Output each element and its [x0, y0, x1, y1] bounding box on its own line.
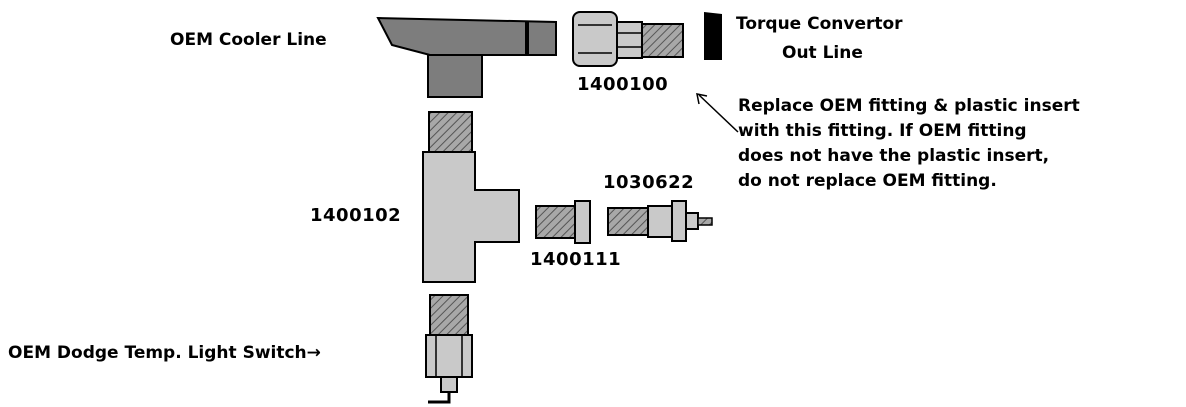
label-oem-cooler-line: OEM Cooler Line — [170, 30, 327, 50]
torque-convertor-out-line — [704, 12, 722, 60]
callout-arrow — [696, 93, 739, 133]
note-text: Replace OEM fitting & plastic insert wit… — [738, 94, 1080, 194]
oem-cooler-line — [376, 16, 557, 98]
note-line-1: Replace OEM fitting & plastic insert — [738, 96, 1080, 116]
tee-top-nipple — [428, 111, 473, 153]
label-part-1400102: 1400102 — [310, 205, 402, 226]
label-temp-light-switch: OEM Dodge Temp. Light Switch→ — [8, 343, 321, 363]
label-torque-convertor-out-line: Out Line — [782, 43, 863, 63]
note-line-3: does not have the plastic insert, — [738, 146, 1050, 166]
label-torque-convertor: Torque Convertor — [736, 14, 903, 34]
label-part-1030622: 1030622 — [603, 172, 695, 193]
note-line-4: do not replace OEM fitting. — [738, 171, 997, 191]
label-part-1400111: 1400111 — [530, 249, 622, 270]
note-line-2: with this fitting. If OEM fitting — [738, 121, 1027, 141]
adapter-1400111 — [535, 200, 591, 244]
fitting-1400100 — [572, 11, 684, 67]
temp-light-switch — [425, 294, 473, 404]
sender-1030622 — [607, 200, 713, 242]
tee-1400102 — [422, 151, 520, 283]
label-part-1400100: 1400100 — [577, 74, 669, 95]
